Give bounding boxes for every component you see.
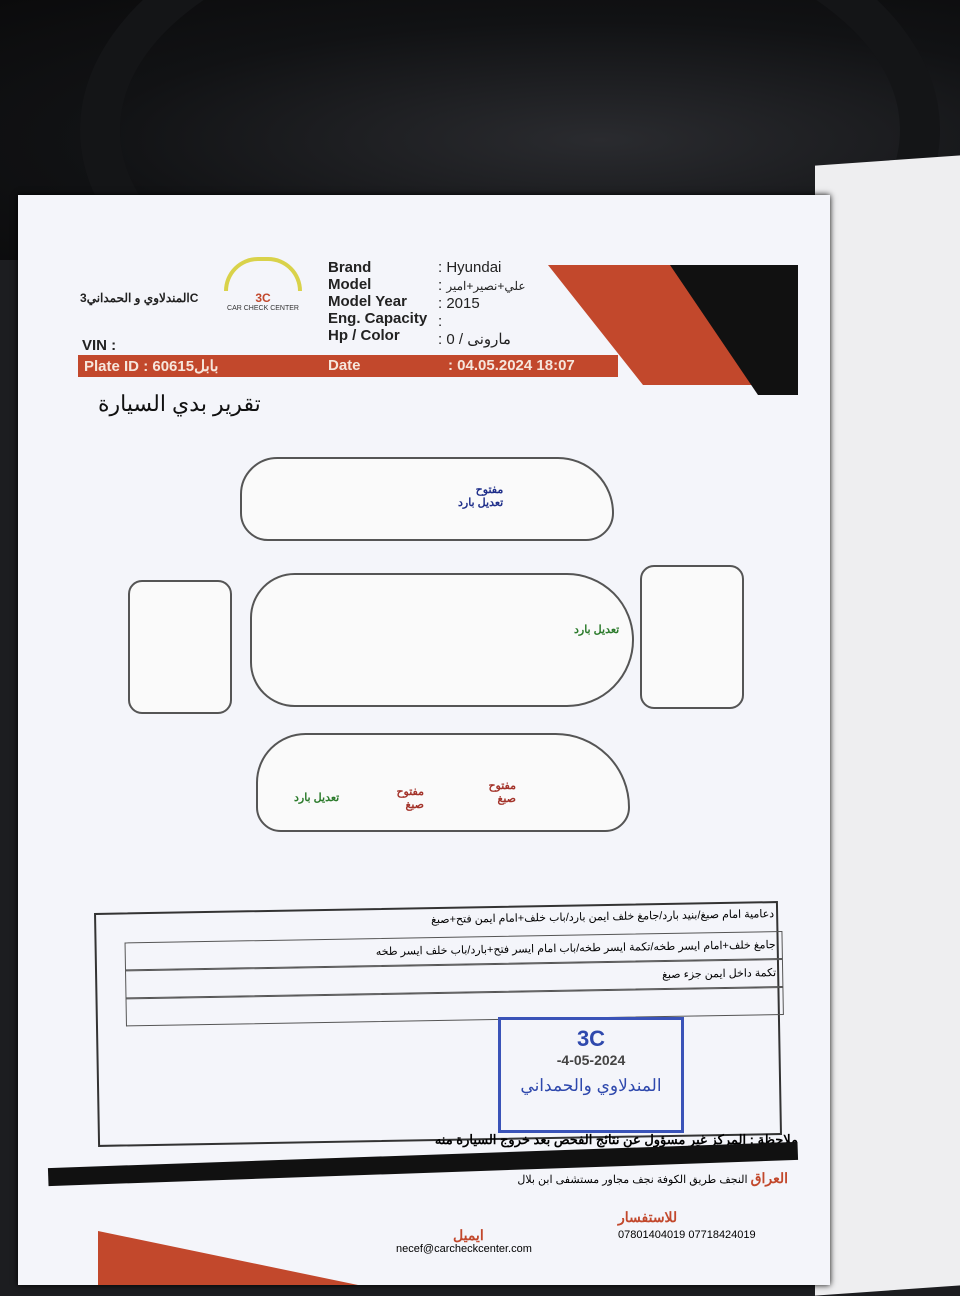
model-label: Model [328, 276, 372, 293]
disclaimer-note: ملاحظة : المركز غير مسؤول عن نتائج الفحص… [434, 1132, 798, 1147]
email-label: ايميل [453, 1227, 484, 1243]
date-label: Date [328, 357, 361, 374]
note-front-door: مفتوح صبغ [488, 780, 516, 805]
phone-numbers: 07801404019 07718424019 [618, 1229, 756, 1241]
footer-decoration [98, 1231, 358, 1285]
date-value: 04.05.2024 18:07 [457, 357, 575, 374]
plate-date-band: Plate ID : 60615بابل Date : 04.05.2024 1… [78, 355, 618, 377]
inquiry-label: للاستفسار [618, 1209, 678, 1225]
eng-capacity-label: Eng. Capacity [328, 310, 428, 327]
folder-cover [815, 154, 960, 1296]
plate-value: 60615بابل [152, 358, 219, 375]
brand-value: Hyundai [446, 259, 502, 276]
note-rear-quarter: تعديل بارد [294, 792, 340, 804]
car-rear-view [128, 580, 232, 714]
logo: 3C CAR CHECK CENTER [218, 257, 308, 312]
model-year-value: 2015 [446, 295, 480, 312]
car-top-view [250, 573, 634, 707]
model-value: علي+نصير+امير [446, 279, 526, 293]
model-year-label: Model Year [328, 293, 407, 310]
car-left-side-view [240, 457, 614, 541]
note-left-side: مفتوح تعديل بارد [458, 484, 504, 509]
hp-color-value: مارونى / 0 [446, 331, 511, 348]
company-stamp: 3C -4-05-2024 المندلاوي والحمداني [498, 1017, 684, 1133]
car-right-side-view [256, 733, 630, 832]
brand-label: Brand [328, 259, 372, 276]
company-name: المندلاوي و الحمداني3C [80, 291, 199, 305]
vin-label: VIN [82, 337, 108, 354]
plate-label: Plate ID [84, 358, 140, 375]
country-label: العراق [750, 1170, 788, 1186]
note-rear-door: مفتوح صبغ [396, 786, 424, 811]
email-link[interactable]: necef@carcheckcenter.com [396, 1243, 532, 1255]
hp-color-label: Hp / Color [328, 327, 400, 344]
address: النجف طريق الكوفة نجف مجاور مستشفى ابن ب… [517, 1174, 748, 1186]
inspection-report: المندلاوي و الحمداني3C 3C CAR CHECK CENT… [18, 195, 830, 1285]
report-title: تقرير بدي السيارة [98, 391, 261, 416]
note-top: تعديل بارد [574, 624, 620, 636]
car-front-view [640, 565, 744, 709]
